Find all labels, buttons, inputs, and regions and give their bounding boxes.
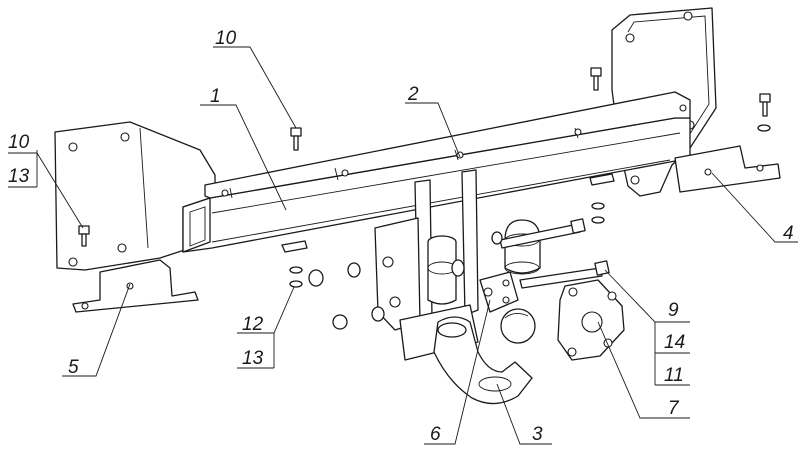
callout-13-left: 13 [8, 166, 30, 187]
callout-1: 1 [210, 86, 221, 107]
mounting-strip-right [674, 145, 781, 193]
main-cross-beam [182, 91, 691, 253]
coupling-ball [504, 219, 541, 275]
callout-9: 9 [668, 300, 679, 321]
tow-ball-neck [433, 308, 536, 405]
center-cylinder [427, 235, 465, 305]
callout-3: 3 [532, 424, 543, 445]
callout-13-bottom: 13 [242, 348, 264, 369]
callout-2: 2 [407, 84, 419, 105]
callout-10-left: 10 [8, 132, 30, 153]
callout-12: 12 [242, 314, 264, 335]
electrical-socket-bracket [557, 279, 625, 361]
callout-11: 11 [664, 365, 684, 386]
socket-mount-plate [479, 271, 519, 313]
callout-labels: 10 1 2 10 13 4 5 12 13 9 14 11 7 6 3 [8, 28, 794, 445]
fasteners [78, 67, 771, 330]
mounting-strip-left [72, 259, 199, 313]
callout-14: 14 [664, 332, 685, 353]
callout-10-top: 10 [215, 28, 237, 49]
long-bolts [499, 218, 610, 289]
leader-lines [8, 46, 798, 445]
callout-4: 4 [783, 223, 794, 244]
callout-6: 6 [430, 424, 441, 445]
callout-7: 7 [668, 398, 680, 419]
callout-5: 5 [68, 357, 79, 378]
